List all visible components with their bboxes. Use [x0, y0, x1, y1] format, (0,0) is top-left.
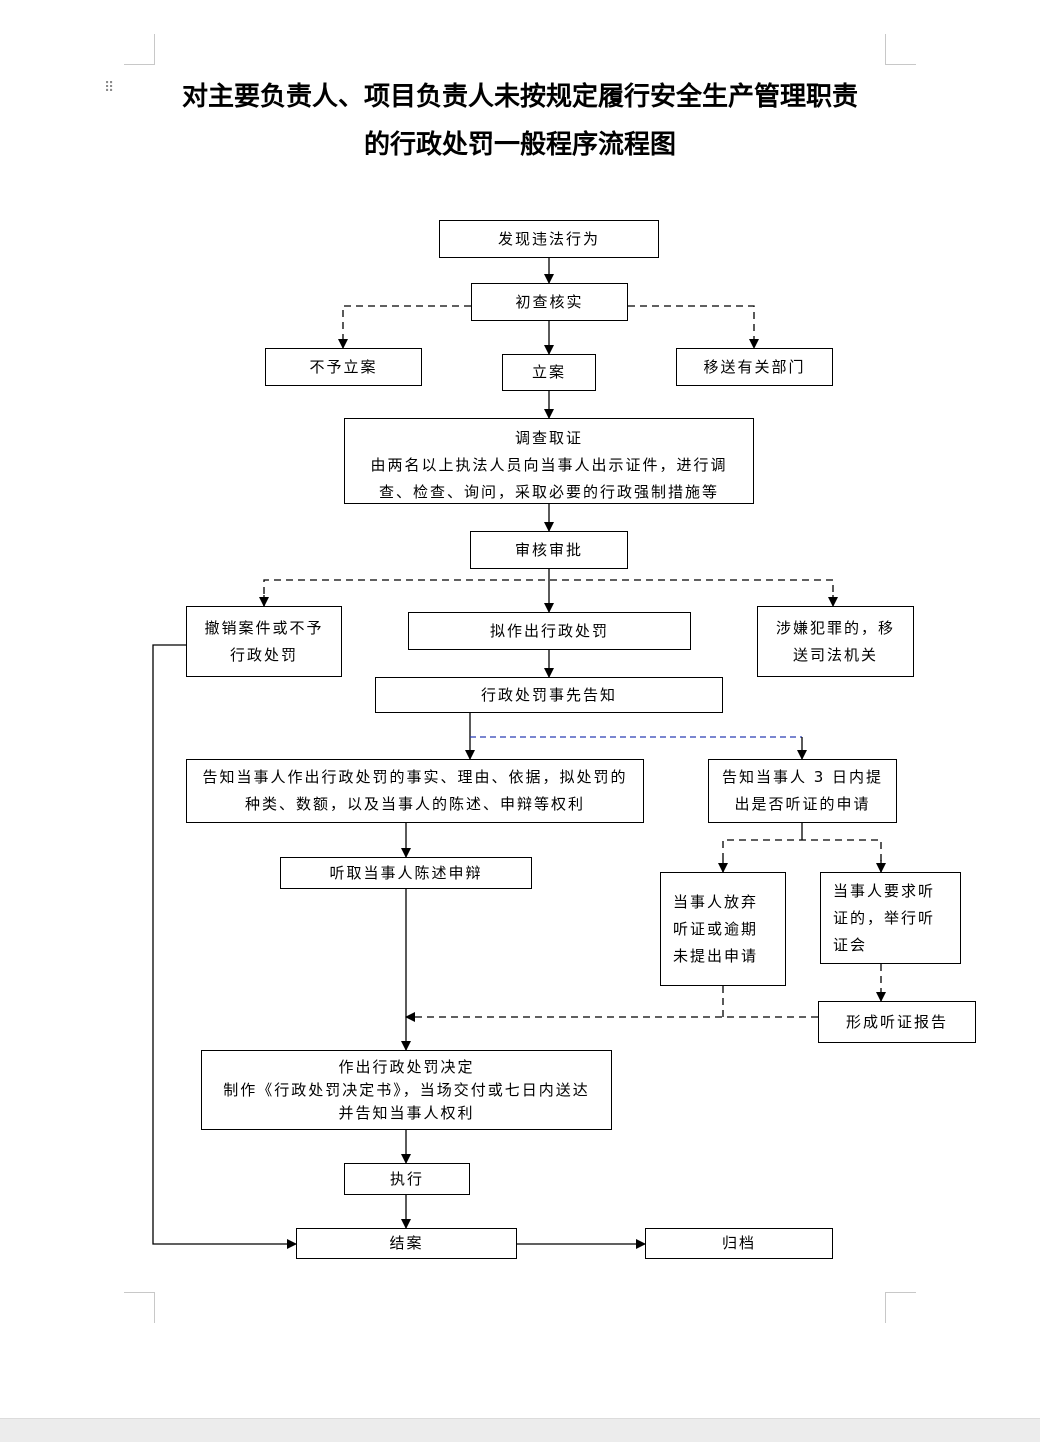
node-label: 移送有关部门 [703, 357, 806, 376]
node-label: 告知当事人作出行政处罚的事实、理由、依据，拟处罚的 [202, 768, 628, 786]
node-label: 初查核实 [515, 292, 584, 311]
node-label: 撤销案件或不予 [204, 618, 324, 637]
node-no-filing: 不予立案 [265, 348, 422, 386]
page-corner-mark [885, 1292, 916, 1323]
node-label: 证会 [833, 935, 868, 954]
node-label: 归档 [721, 1234, 756, 1252]
page-title-line2: 的行政处罚一般程序流程图 [363, 130, 676, 160]
node-label: 形成听证报告 [845, 1012, 948, 1031]
node-label: 种类、数额，以及当事人的陈述、申辩等权利 [244, 795, 585, 813]
node-waive-hearing: 当事人放弃 听证或逾期 未提出申请 [660, 872, 786, 986]
node-label: 出是否听证的申请 [734, 795, 871, 813]
node-request-hearing: 当事人要求听 证的，举行听 证会 [820, 872, 961, 964]
node-filing: 立案 [502, 354, 596, 391]
node-decision: 作出行政处罚决定 制作《行政处罚决定书》，当场交付或七日内送达 并告知当事人权利 [201, 1050, 612, 1130]
drag-handle-icon[interactable]: ⠿ [104, 80, 114, 96]
node-label: 行政处罚 [229, 645, 298, 664]
arrow-check-to-nofiling [338, 305, 471, 349]
node-hear-statement: 听取当事人陈述申辩 [280, 857, 532, 889]
node-label: 制作《行政处罚决定书》，当场交付或七日内送达 [223, 1080, 590, 1099]
node-prior-notice: 行政处罚事先告知 [375, 677, 723, 713]
node-label: 结案 [389, 1234, 424, 1252]
dashed-review-branches [263, 579, 834, 606]
node-label: 发现违法行为 [497, 229, 600, 248]
node-label: 未提出申请 [673, 946, 759, 965]
node-label: 当事人放弃 [673, 892, 759, 911]
node-label: 涉嫌犯罪的，移 [775, 618, 895, 637]
node-close-case: 结案 [296, 1228, 517, 1259]
node-label: 证的，举行听 [833, 908, 936, 927]
page-title-line1: 对主要负责人、项目负责人未按规定履行安全生产管理职责 [181, 82, 858, 112]
node-label: 调查取证 [514, 429, 583, 447]
dashed-hearing-branches [722, 839, 882, 872]
node-revoke: 撤销案件或不予 行政处罚 [186, 606, 342, 677]
node-investigate: 调查取证 由两名以上执法人员向当事人出示证件，进行调 查、检查、询问，采取必要的… [344, 418, 754, 504]
node-discover: 发现违法行为 [439, 220, 659, 258]
node-label: 告知当事人 3 日内提 [721, 768, 884, 786]
arrow-revoke-to-close [152, 644, 297, 1249]
node-label: 审核审批 [514, 540, 583, 559]
node-label: 作出行政处罚决定 [338, 1057, 475, 1076]
node-execute: 执行 [344, 1163, 470, 1195]
node-label: 立案 [531, 363, 566, 381]
node-inform-rights: 告知当事人作出行政处罚的事实、理由、依据，拟处罚的 种类、数额，以及当事人的陈述… [186, 759, 644, 823]
node-label: 不予立案 [309, 357, 378, 376]
node-propose: 拟作出行政处罚 [408, 612, 691, 650]
node-label: 送司法机关 [792, 645, 878, 664]
node-transfer-dept: 移送有关部门 [676, 348, 833, 386]
node-label: 拟作出行政处罚 [489, 621, 609, 640]
node-label: 行政处罚事先告知 [480, 685, 617, 704]
node-label: 并告知当事人权利 [338, 1103, 475, 1122]
node-label: 当事人要求听 [833, 881, 936, 900]
node-label: 执行 [389, 1169, 424, 1188]
node-label: 由两名以上执法人员向当事人出示证件，进行调 [370, 456, 728, 474]
node-crime: 涉嫌犯罪的，移 送司法机关 [757, 606, 914, 677]
node-inform-hearing: 告知当事人 3 日内提 出是否听证的申请 [708, 759, 897, 823]
node-initial-check: 初查核实 [471, 283, 628, 321]
node-label: 听取当事人陈述申辩 [329, 863, 483, 882]
arrow-check-to-transfer [628, 305, 759, 349]
node-review: 审核审批 [470, 531, 628, 569]
status-bar [0, 1418, 1040, 1442]
node-archive: 归档 [645, 1228, 833, 1259]
page-corner-mark [885, 34, 916, 65]
page-corner-mark [124, 1292, 155, 1323]
node-label: 听证或逾期 [673, 919, 759, 938]
page-corner-mark [124, 34, 155, 65]
node-hearing-report: 形成听证报告 [818, 1001, 976, 1043]
node-label: 查、检查、询问，采取必要的行政强制措施等 [378, 483, 719, 501]
